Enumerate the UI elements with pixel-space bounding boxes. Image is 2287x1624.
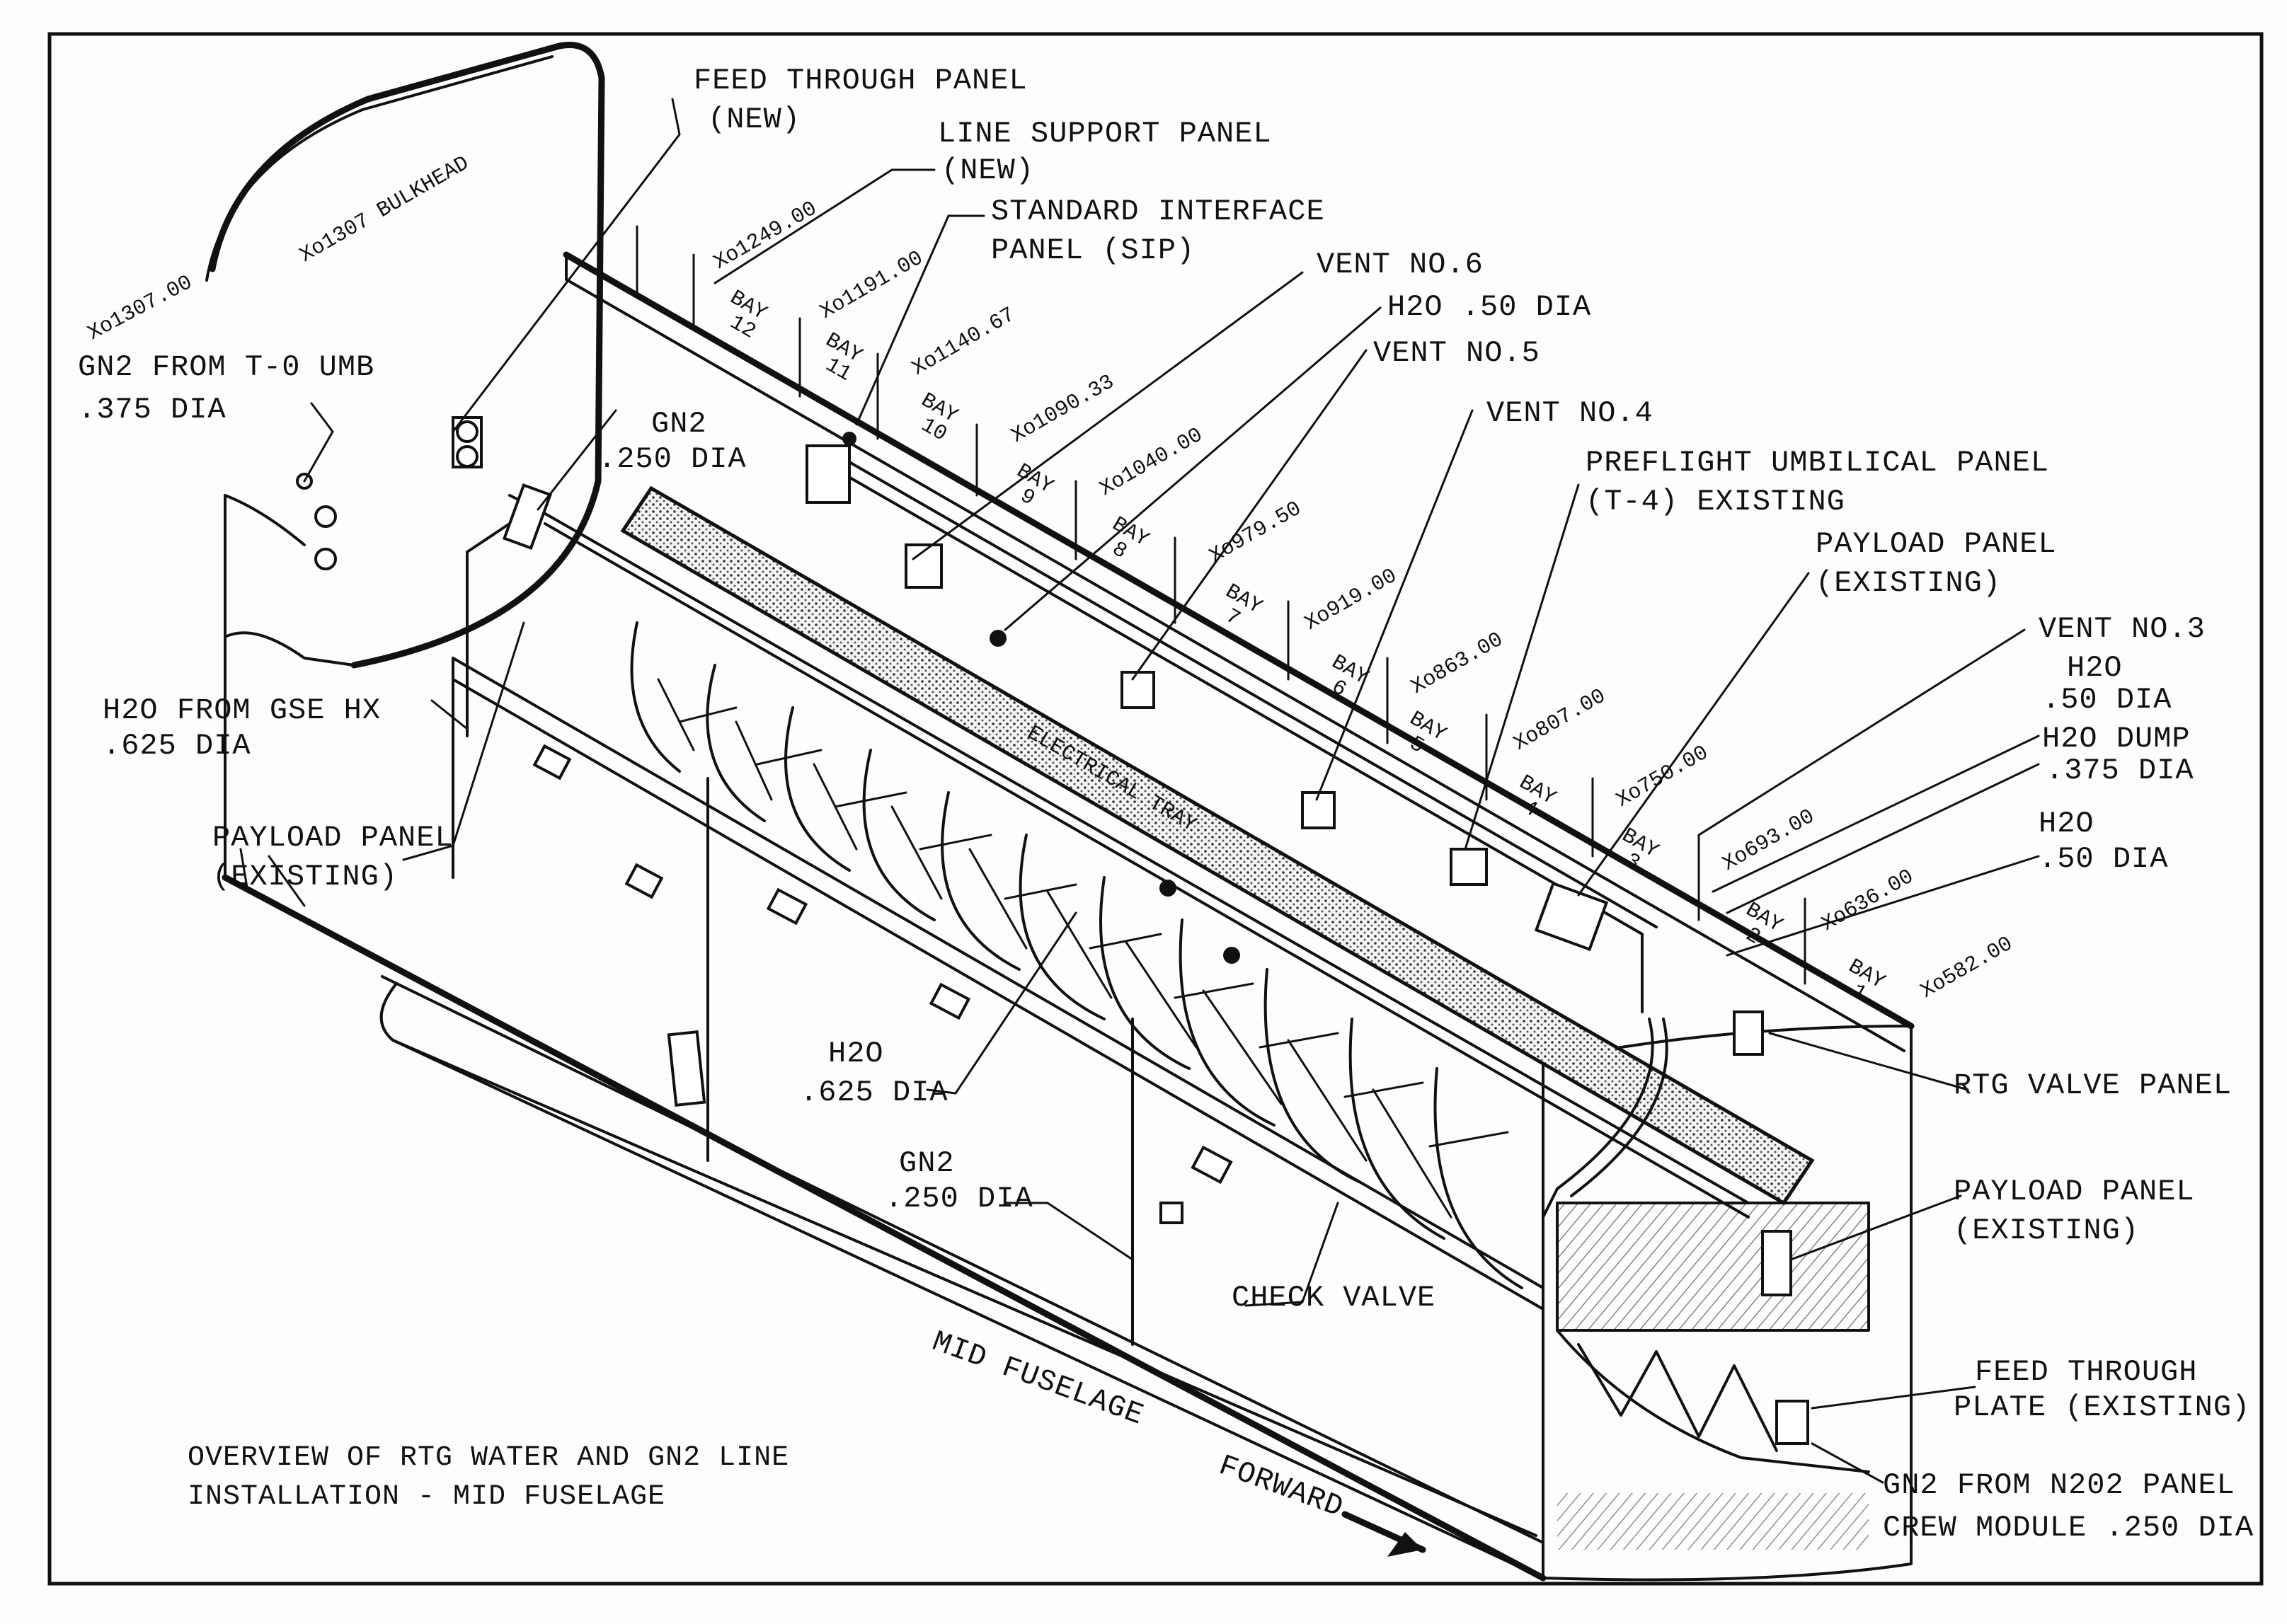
electrical-tray [620,485,1815,1206]
payload-panel-top-label: PAYLOAD PANEL [1816,527,2057,561]
feed-through-plate-label: FEED THROUGH [1975,1355,2197,1389]
h2o-50-top-label: H2O .50 DIA [1387,290,1591,324]
standard-interface-panel [806,444,851,504]
h2o-gse-label: H2O FROM GSE HX [103,693,381,727]
bay-7-num: 7 [1221,604,1244,631]
line-support-panel-label: LINE SUPPORT PANEL [938,117,1272,151]
vent-no5-marker [1120,671,1155,709]
station-xo1307: Xo1307.00 [84,271,197,346]
payload-panel-existing-bottom [1761,1230,1792,1296]
sill-longeron-top [563,251,1915,1030]
caption-line-2: INSTALLATION - MID FUSELAGE [188,1481,665,1513]
vent-no4-label: VENT NO.4 [1486,396,1653,430]
gn2-bottom-dia-label: .250 DIA [885,1182,1033,1216]
bulkhead-label: Xo1307 BULKHEAD [296,151,474,267]
callouts: FEED THROUGH PANEL (NEW) LINE SUPPORT PA… [78,64,2254,1545]
station-xo1140: Xo1140.67 [908,303,1019,381]
preflight-umbilical-label: PREFLIGHT UMBILICAL PANEL [1586,446,2049,480]
feed-through-panel-label: FEED THROUGH PANEL [694,64,1028,98]
h2o-dump-label: H2O DUMP [2042,722,2191,756]
gn2-top-dia-label: .250 DIA [598,442,747,476]
fuselage-frames [630,621,1523,1289]
h2o-right-2-dia-label: .50 DIA [2039,842,2168,876]
h2o-gse-dia-label: .625 DIA [103,729,251,763]
diagram-border [47,32,2264,1586]
vent-no3-label: VENT NO.3 [2039,612,2206,646]
sip-label: STANDARD INTERFACE [991,195,1325,229]
station-xo807: Xo807.00 [1510,684,1610,756]
preflight-umbilical-panel [1450,848,1488,886]
gn2-n202-label-2: CREW MODULE .250 DIA [1883,1511,2254,1545]
station-xo1249: Xo1249.00 [710,197,821,275]
h2o-dump-dia-label: .375 DIA [2046,754,2194,788]
payload-panel-bottom-label: PAYLOAD PANEL [1954,1175,2195,1209]
panel-markers [296,416,1809,1445]
line-support-panel-new-label: (NEW) [941,154,1034,188]
station-xo1040: Xo1040.00 [1096,423,1207,501]
station-xo582: Xo582.00 [1917,932,2017,1003]
station-xo863: Xo863.00 [1407,628,1508,699]
sip-label-2: PANEL (SIP) [991,234,1195,267]
bay-6-num: 6 [1327,675,1351,702]
h2o-bottom-dia-label: .625 DIA [800,1076,948,1110]
station-xo750: Xo750.00 [1612,741,1713,812]
gn2-n202-label: GN2 FROM N202 PANEL [1883,1468,2235,1502]
sill-stiffeners [636,225,1806,985]
payload-panel-left-label: PAYLOAD PANEL [212,821,454,855]
station-xo1090: Xo1090.33 [1007,370,1118,448]
feed-through-plate [1775,1400,1809,1445]
feed-through-plate-label-2: PLATE (EXISTING) [1954,1390,2250,1424]
gn2-top-label: GN2 [651,407,707,441]
payload-panel-left-label-2: (EXISTING) [212,860,398,894]
h2o-right-1-label: H2O [2067,651,2123,685]
preflight-umbilical-label-2: (T-4) EXISTING [1586,485,1845,519]
check-valve-label: CHECK VALVE [1232,1281,1435,1315]
leader-lines [239,98,2040,1484]
gn2-bottom-label: GN2 [899,1146,955,1180]
line-support-panel-new [502,483,553,550]
station-xo1191: Xo1191.00 [816,246,927,324]
bulkhead-outline [209,42,605,669]
h2o-right-2-label: H2O [2039,807,2094,841]
bay-9-num: 9 [1016,484,1039,511]
vent-no6-label: VENT NO.6 [1317,248,1484,282]
fuselage-structure [205,42,1915,1582]
gn2-t0-dia-label: .375 DIA [78,393,227,427]
vent-no5-label: VENT NO.5 [1373,336,1540,370]
caption-line-1: OVERVIEW OF RTG WATER AND GN2 LINE [188,1442,789,1474]
h2o-bottom-label: H2O [828,1037,884,1071]
bay-8-num: 8 [1108,537,1131,564]
rtg-valve-panel [1733,1010,1764,1056]
h2o-right-1-dia-label: .50 DIA [2042,683,2172,717]
rtg-valve-panel-label: RTG VALVE PANEL [1954,1069,2232,1102]
station-xo636: Xo636.00 [1818,865,1918,936]
gn2-t0-label: GN2 FROM T-0 UMB [78,350,374,384]
feed-through-panel-new-label: (NEW) [708,103,801,137]
payload-panel-top-label-2: (EXISTING) [1816,566,2001,600]
rtg-lines [466,432,1750,1219]
payload-panel-bottom-label-2: (EXISTING) [1954,1214,2139,1248]
